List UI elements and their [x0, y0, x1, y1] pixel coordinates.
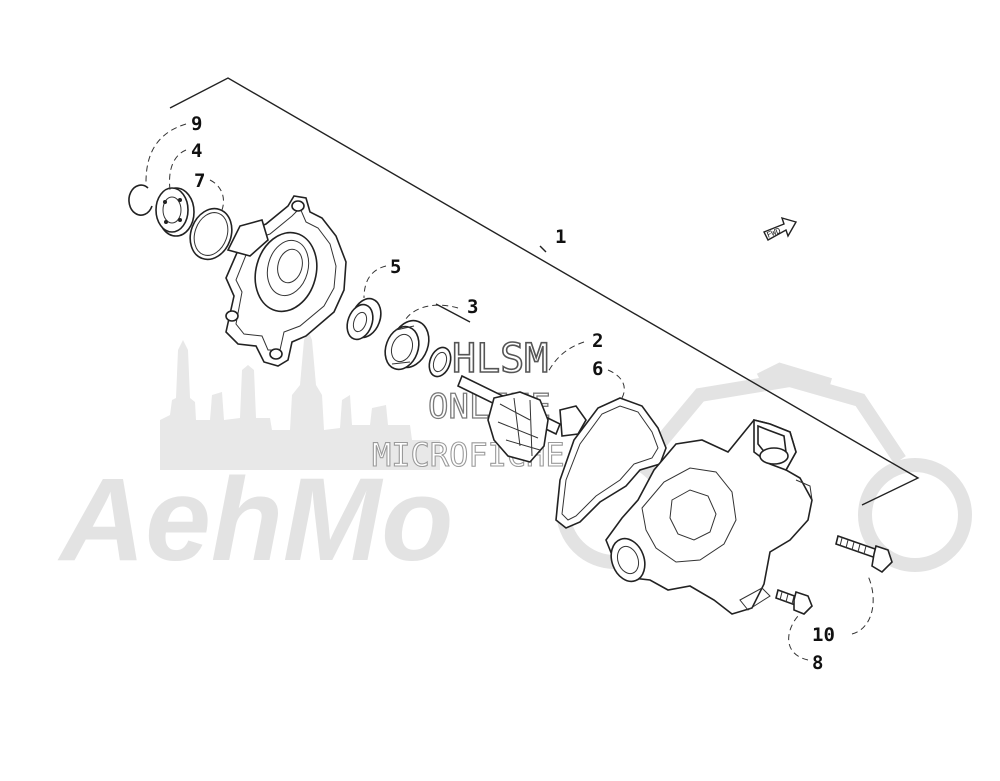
- leader-10: [851, 575, 874, 635]
- watermark-hlsm: HLSM: [452, 336, 548, 382]
- leader-2: [547, 341, 585, 373]
- callout-3: 3: [467, 296, 478, 318]
- impeller: [456, 374, 587, 463]
- pump-cover: [225, 195, 347, 367]
- callout-1: 1: [555, 226, 566, 248]
- callout-7: 7: [194, 170, 205, 192]
- callout-4: 4: [191, 140, 202, 162]
- gasket: [555, 397, 667, 529]
- fwd-arrow: FWD: [763, 216, 798, 241]
- leader-7: [209, 179, 224, 211]
- fwd-arrow-icon: [763, 216, 798, 241]
- callouts: 9 4 7 1 5 3 2 6 10 8: [191, 113, 835, 674]
- callout-6: 6: [592, 358, 603, 380]
- callout-9: 9: [191, 113, 202, 135]
- leader-9: [145, 123, 187, 183]
- leader-6: [607, 369, 625, 399]
- callout-8: 8: [812, 652, 823, 674]
- parts: [128, 184, 893, 615]
- bearing-small: [346, 297, 382, 341]
- o-ring-small: [189, 207, 233, 261]
- assembly-bracket: [169, 77, 920, 506]
- bolt-long: [835, 534, 893, 574]
- leader-8: [788, 615, 809, 661]
- bracket-ticks: [435, 245, 547, 323]
- callout-5: 5: [390, 256, 401, 278]
- callout-10: 10: [812, 624, 835, 646]
- watermark-brand: AehMo: [57, 454, 453, 586]
- leader-lines: [145, 123, 874, 661]
- leader-3: [403, 304, 459, 323]
- leader-5: [363, 265, 387, 299]
- watermark-skyline: [160, 330, 440, 470]
- pump-body: [605, 418, 813, 615]
- leader-4: [169, 149, 187, 191]
- watermark: AehMo HLSM ONLINE MICROFICHE: [57, 330, 972, 586]
- mechanical-seal: [384, 319, 430, 371]
- bearing-large: [155, 187, 195, 237]
- bolt-short: [775, 588, 813, 615]
- circlip: [128, 184, 153, 216]
- seal-ring: [428, 346, 452, 378]
- callout-2: 2: [592, 330, 603, 352]
